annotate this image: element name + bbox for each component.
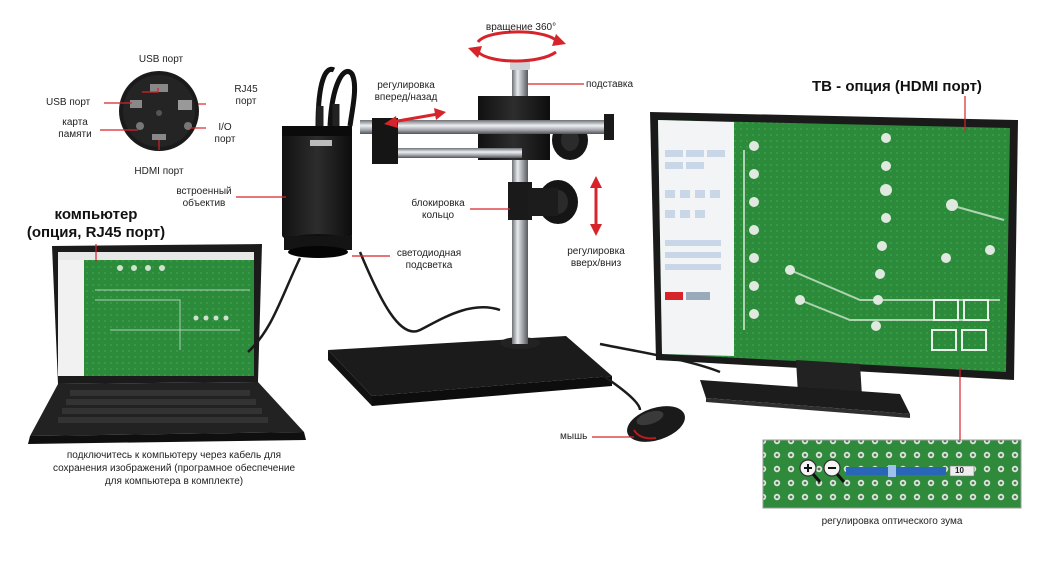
label-adjust-front-back: регулировка вперед/назад [374, 80, 438, 103]
laptop-screen [58, 252, 254, 376]
io-port [184, 122, 192, 130]
zoom-value-text: 10 [955, 466, 964, 475]
connector-panel [119, 71, 199, 151]
label-io-port: I/O порт [214, 122, 236, 145]
label-usb-port-left: USB порт [46, 97, 91, 108]
hdmi-port [152, 134, 166, 140]
zoom-out-icon [823, 459, 846, 483]
label-stand: подставка [586, 79, 634, 90]
zoom-inset [762, 439, 1022, 509]
label-lock-ring: блокировка кольцо [411, 198, 465, 221]
label-memory-card: карта памяти [58, 117, 92, 140]
label-led-light: светодиодная подсветка [396, 248, 462, 271]
label-usb-port-top: USB порт [138, 54, 184, 65]
label-rotation: вращение 360° [485, 22, 557, 33]
monitor-screen [658, 120, 1010, 372]
zoom-value-box [949, 465, 975, 477]
mouse [627, 406, 685, 442]
microscope-stand [282, 60, 614, 406]
label-hdmi-port: HDMI порт [134, 166, 184, 177]
horizontal-arm [360, 120, 606, 134]
label-mouse: мышь [560, 431, 588, 442]
rj45-port [178, 100, 192, 110]
zoom-slider-handle [888, 465, 896, 477]
usb-port-top [150, 84, 168, 92]
laptop [28, 244, 306, 444]
label-adjust-up-down: регулировка вверх/вниз [567, 246, 625, 269]
label-tv-option: ТВ - опция (HDMI порт) [812, 78, 982, 95]
camera-head [282, 126, 352, 238]
label-rj45-port: RJ45 порт [234, 84, 258, 107]
zoom-in-icon [799, 459, 822, 483]
label-computer-note: подключитесь к компьютеру через кабель д… [52, 450, 296, 487]
monitor [650, 112, 1018, 418]
label-zoom-caption: регулировка оптического зума [821, 516, 963, 527]
label-built-in-lens: встроенный объектив [176, 186, 232, 209]
usb-port-left [130, 100, 142, 108]
memory-card-slot [136, 122, 144, 130]
label-computer-option: компьютер (опция, RJ45 порт) [26, 206, 166, 241]
direction-arrows [384, 30, 602, 236]
pointer-lines [95, 83, 966, 440]
